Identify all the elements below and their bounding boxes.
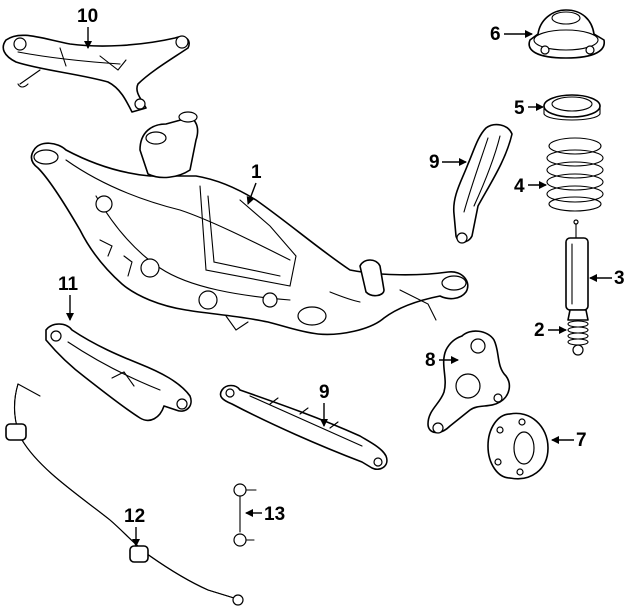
callout-4-number: 4	[514, 176, 525, 197]
callout-6: 6	[490, 24, 533, 45]
wheel-hub-part	[487, 412, 549, 480]
stabilizer-link-part	[233, 483, 257, 547]
callout-7-number: 7	[576, 430, 587, 451]
callout-11: 11	[58, 274, 79, 321]
callout-8: 8	[425, 350, 459, 371]
trailing-link-upper-part	[452, 123, 513, 244]
upper-control-arm-part	[2, 34, 190, 113]
callout-5: 5	[514, 98, 544, 119]
callout-9-lower: 9	[319, 382, 330, 427]
callout-9-upper: 9	[429, 152, 467, 173]
callout-8-number: 8	[425, 350, 436, 371]
callout-1-number: 1	[251, 162, 262, 183]
callout-11-number: 11	[58, 274, 79, 295]
callout-12-number: 12	[124, 506, 145, 527]
callout-5-number: 5	[514, 98, 525, 119]
callout-10: 10	[77, 6, 98, 49]
callout-3: 3	[589, 268, 625, 289]
callout-3-number: 3	[614, 268, 625, 289]
callout-6-number: 6	[490, 24, 501, 45]
callout-2-number: 2	[534, 320, 545, 341]
lateral-link-lower-part	[219, 384, 388, 471]
callout-13: 13	[245, 504, 285, 525]
callout-2: 2	[534, 320, 567, 341]
callout-10-number: 10	[77, 6, 98, 27]
subframe-part	[30, 111, 469, 336]
spring-insulator-part	[543, 94, 601, 121]
callout-4: 4	[514, 176, 547, 197]
stabilizer-bar-part	[5, 383, 244, 606]
callout-1: 1	[246, 162, 262, 205]
callout-13-number: 13	[264, 504, 285, 525]
callout-9-upper-number: 9	[429, 152, 440, 173]
strut-mount-part	[528, 9, 605, 59]
shock-absorber-part	[565, 219, 589, 356]
callout-7: 7	[551, 430, 587, 451]
callout-9-lower-number: 9	[319, 382, 330, 403]
callout-12: 12	[124, 506, 145, 547]
lower-control-arm-part	[45, 323, 192, 422]
coil-spring-part	[546, 137, 604, 212]
knuckle-part	[427, 330, 511, 434]
